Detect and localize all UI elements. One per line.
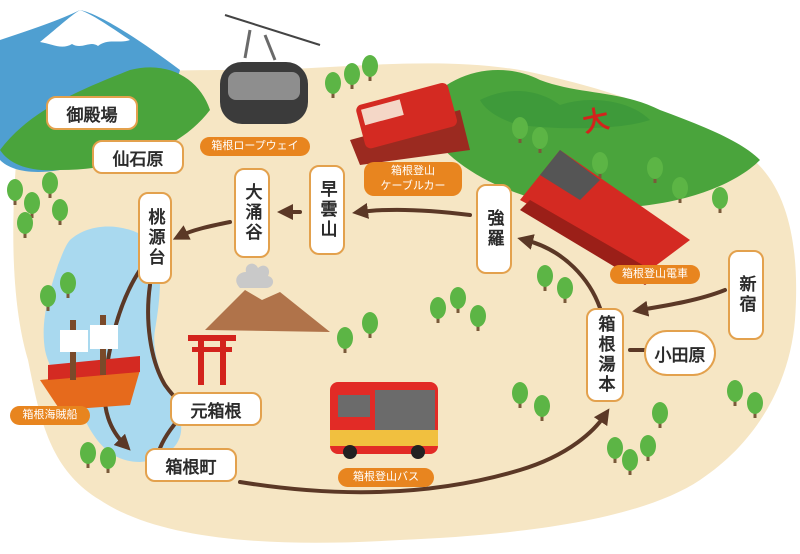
station-hakone-machi[interactable]: 箱根町 [145,448,237,482]
cablecar-vehicle [350,82,470,165]
station-togendai[interactable]: 桃源台 [138,192,172,284]
station-shinjuku[interactable]: 新宿 [728,250,764,340]
ropeway-cable [224,14,321,46]
station-sounzan[interactable]: 早雲山 [309,165,345,255]
owakudani-smoke [236,263,274,288]
mountain-mark: 大 [580,104,612,139]
station-moto-hakone[interactable]: 元箱根 [170,392,262,426]
station-gotemba[interactable]: 御殿場 [46,96,138,130]
fuji-snowcap [40,10,130,47]
station-hakone-yumoto[interactable]: 箱根湯本 [586,308,624,402]
caption-cablecar: 箱根登山 ケーブルカー [364,162,462,196]
caption-bus: 箱根登山バス [338,468,434,487]
caption-pirate-ship: 箱根海賊船 [10,406,90,425]
station-owakudani[interactable]: 大涌谷 [234,168,270,258]
owakudani-volcano [205,290,330,332]
ropeway-gondola [220,29,308,124]
caption-ropeway: 箱根ロープウェイ [200,137,310,156]
route-yumoto-gora [517,234,602,310]
station-odawara[interactable]: 小田原 [644,330,716,376]
route-gora-sounzan [352,203,472,219]
route-machi-yumoto [238,408,610,495]
bus-vehicle [330,382,438,459]
route-shinjuku-yumoto [632,288,727,317]
caption-railway: 箱根登山電車 [610,265,700,284]
railway-train [520,150,690,285]
pirate-ship [40,315,140,410]
station-gora[interactable]: 強羅 [476,184,512,274]
route-owakudani-togendai [172,220,232,240]
caption-cablecar-line2: ケーブルカー [380,178,446,192]
caption-cablecar-line1: 箱根登山 [391,164,435,177]
torii-gate [188,335,236,385]
station-sengokuhara[interactable]: 仙石原 [92,140,184,174]
